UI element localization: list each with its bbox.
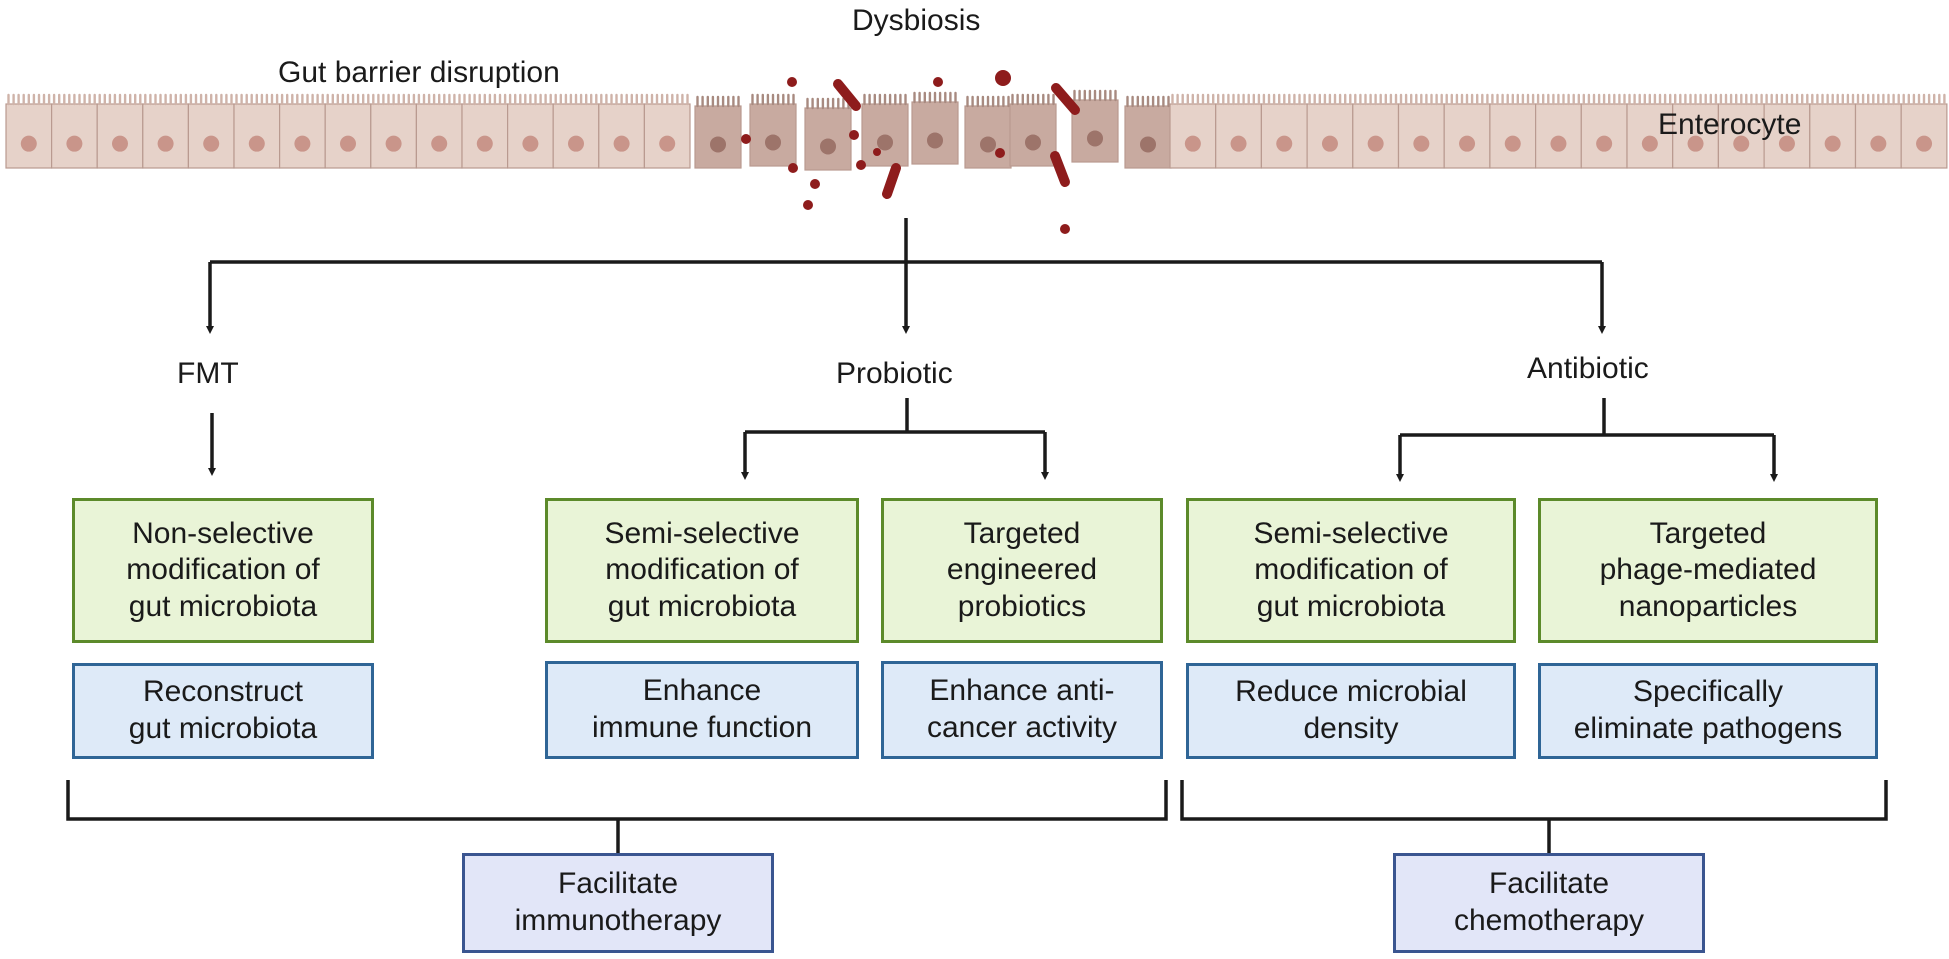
antibiotic-targeted-box: Targeted phage-mediated nanoparticles [1538, 498, 1878, 643]
enterocyte-label: Enterocyte [1658, 108, 1802, 141]
bacterium [788, 163, 798, 173]
enterocyte [461, 93, 509, 169]
enterocyte [370, 93, 417, 169]
fmt-label: FMT [177, 357, 239, 390]
enterocyte [1900, 93, 1948, 169]
bacterium [810, 179, 820, 189]
rod-bacterium [882, 163, 901, 199]
probiotic-label: Probiotic [836, 357, 953, 390]
dysbiosis-label: Dysbiosis [852, 4, 981, 37]
chemotherapy-bracket [1180, 780, 1888, 821]
bacterium [856, 160, 866, 170]
enterocyte [552, 93, 600, 169]
enterocyte [1489, 93, 1537, 169]
antibiotic-label: Antibiotic [1527, 352, 1649, 385]
enterocyte [1352, 93, 1400, 169]
rod-bacterium [1051, 83, 1080, 115]
antibiotic-semi-selective-box: Semi-selective modification of gut micro… [1186, 498, 1516, 643]
rod-bacterium [1050, 151, 1070, 187]
antibiotic-pathogen-effect-box: Specifically eliminate pathogens [1538, 663, 1878, 759]
bacterium [787, 77, 797, 87]
bacterium [995, 148, 1005, 158]
damaged-enterocyte [749, 93, 797, 167]
enterocyte [96, 93, 144, 169]
bacterium [873, 148, 881, 156]
fmt-modification-box: Non-selective modification of gut microb… [72, 498, 374, 643]
enterocyte [5, 93, 53, 169]
enterocyte [324, 93, 372, 169]
enterocyte [1854, 93, 1902, 169]
damaged-enterocyte [1071, 89, 1119, 163]
enterocyte [1672, 93, 1719, 169]
damaged-enterocyte [964, 95, 1012, 169]
damaged-enterocyte [911, 91, 959, 165]
enterocyte [1580, 93, 1628, 169]
enterocyte [50, 93, 98, 169]
damaged-enterocyte [1124, 95, 1172, 169]
enterocyte [1260, 93, 1308, 169]
enterocyte [1397, 93, 1445, 169]
enterocyte [1809, 93, 1857, 169]
dysbiotic-bacteria [741, 70, 1080, 234]
bacterium [1060, 224, 1070, 234]
chemotherapy-outcome-box: Facilitate chemotherapy [1393, 853, 1705, 953]
enterocyte [187, 93, 235, 169]
bacterium [741, 134, 751, 144]
connector-lines [66, 218, 1888, 853]
enterocyte [1215, 93, 1262, 169]
enterocyte [279, 93, 326, 169]
damaged-enterocyte [804, 97, 852, 171]
enterocyte [233, 93, 281, 169]
damaged-enterocyte [1009, 93, 1057, 167]
bacterium [849, 130, 859, 140]
fmt-effect-box: Reconstruct gut microbiota [72, 663, 374, 759]
probiotic-semi-selective-box: Semi-selective modification of gut micro… [545, 498, 859, 643]
enterocyte [1717, 93, 1765, 169]
antibiotic-density-effect-box: Reduce microbial density [1186, 663, 1516, 759]
enterocyte [1306, 93, 1354, 169]
gut-barrier-disruption-label: Gut barrier disruption [278, 56, 560, 89]
immunotherapy-outcome-box: Facilitate immunotherapy [462, 853, 774, 953]
enterocyte [1534, 93, 1582, 169]
bacterium [933, 77, 943, 87]
probiotic-immune-effect-box: Enhance immune function [545, 661, 859, 759]
enterocyte [507, 93, 554, 169]
enterocyte [1443, 93, 1491, 169]
enterocyte [598, 93, 645, 169]
bacterium [995, 70, 1011, 86]
damaged-enterocyte [861, 93, 909, 167]
enterocyte [1169, 93, 1217, 169]
enterocyte [142, 93, 190, 169]
probiotic-anticancer-effect-box: Enhance anti- cancer activity [881, 661, 1163, 759]
gut-epithelium-layer [5, 89, 1948, 171]
rod-bacterium [833, 79, 861, 111]
enterocyte [643, 93, 691, 169]
enterocyte [1626, 93, 1674, 169]
bacterium [803, 200, 813, 210]
probiotic-targeted-box: Targeted engineered probiotics [881, 498, 1163, 643]
enterocyte [415, 93, 463, 169]
damaged-enterocyte [694, 95, 742, 169]
immunotherapy-bracket [66, 780, 1168, 821]
